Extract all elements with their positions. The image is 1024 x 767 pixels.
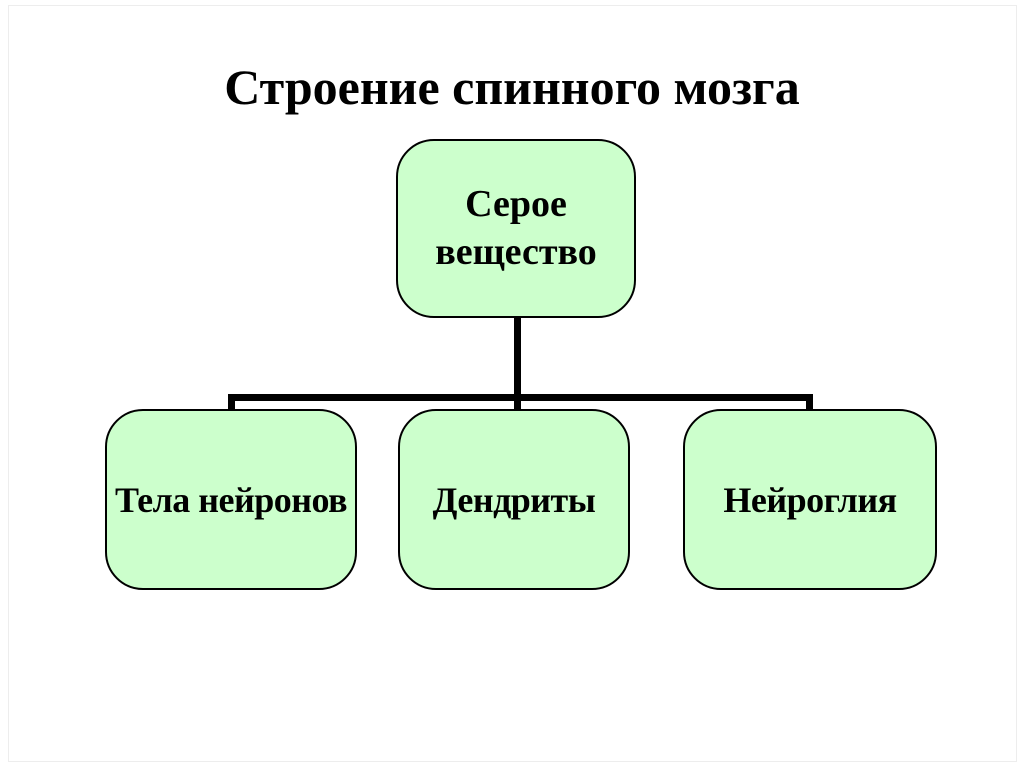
node-gray-matter: Серое вещество	[396, 139, 636, 318]
node-neuron-bodies: Тела нейронов	[105, 409, 357, 590]
node-neuroglia-label: Нейроглия	[723, 479, 897, 520]
slide-title: Строение спинного мозга	[224, 59, 800, 115]
connector-left-stub	[228, 394, 235, 410]
node-neuroglia: Нейроглия	[683, 409, 937, 590]
node-dendrites-label: Дендриты	[432, 479, 596, 520]
connector-horizontal	[228, 394, 813, 401]
node-neuron-bodies-label: Тела нейронов	[114, 479, 348, 520]
node-dendrites: Дендриты	[398, 409, 630, 590]
connector-right-stub	[806, 394, 813, 410]
connector-root-vertical	[514, 318, 521, 410]
node-gray-matter-label: Серое вещество	[435, 183, 597, 273]
slide-frame	[8, 5, 1017, 762]
